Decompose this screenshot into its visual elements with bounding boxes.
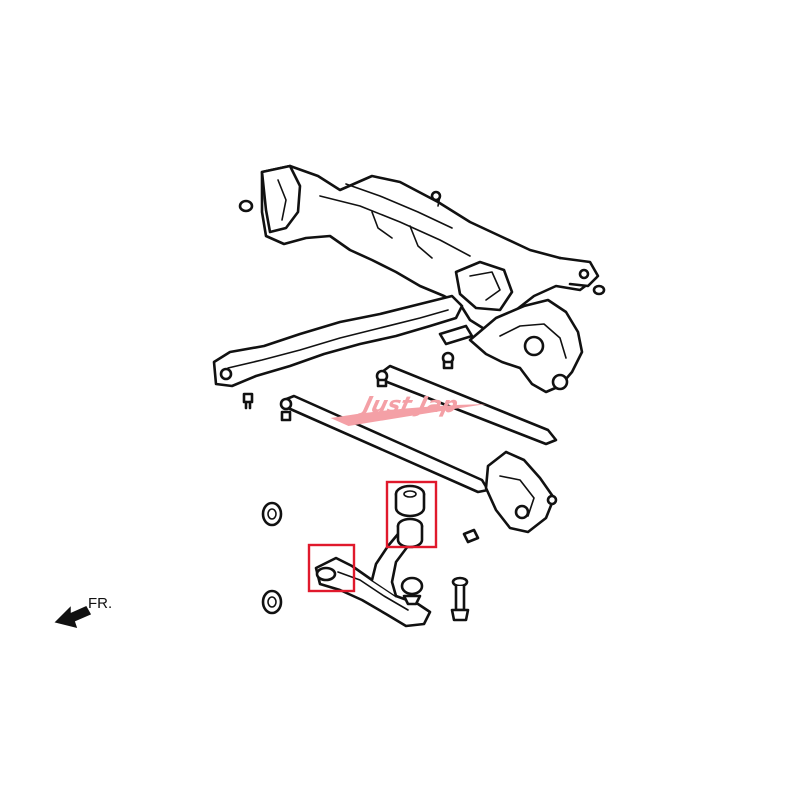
- front-arrow-icon: [54, 606, 92, 629]
- ball-joint: [450, 576, 470, 622]
- front-subframe: [212, 164, 606, 410]
- spare-bushing-lower: [261, 589, 283, 615]
- front-direction-indicator: FR.: [54, 595, 112, 629]
- highlight-boxes: [307, 480, 438, 593]
- front-direction-label: FR.: [88, 595, 112, 612]
- steering-knuckle: [438, 298, 584, 394]
- lower-knuckle: [462, 450, 558, 544]
- upper-lower-arm-bushing: [394, 484, 426, 549]
- spare-bushing-upper: [261, 501, 283, 527]
- watermark-text: Just Jap: [357, 392, 461, 418]
- watermark-swoosh: [330, 404, 486, 426]
- highlight-box-upper-bushing: [385, 480, 438, 549]
- highlight-box-front-bushing: [307, 543, 356, 593]
- watermark: Just Jap: [330, 392, 486, 426]
